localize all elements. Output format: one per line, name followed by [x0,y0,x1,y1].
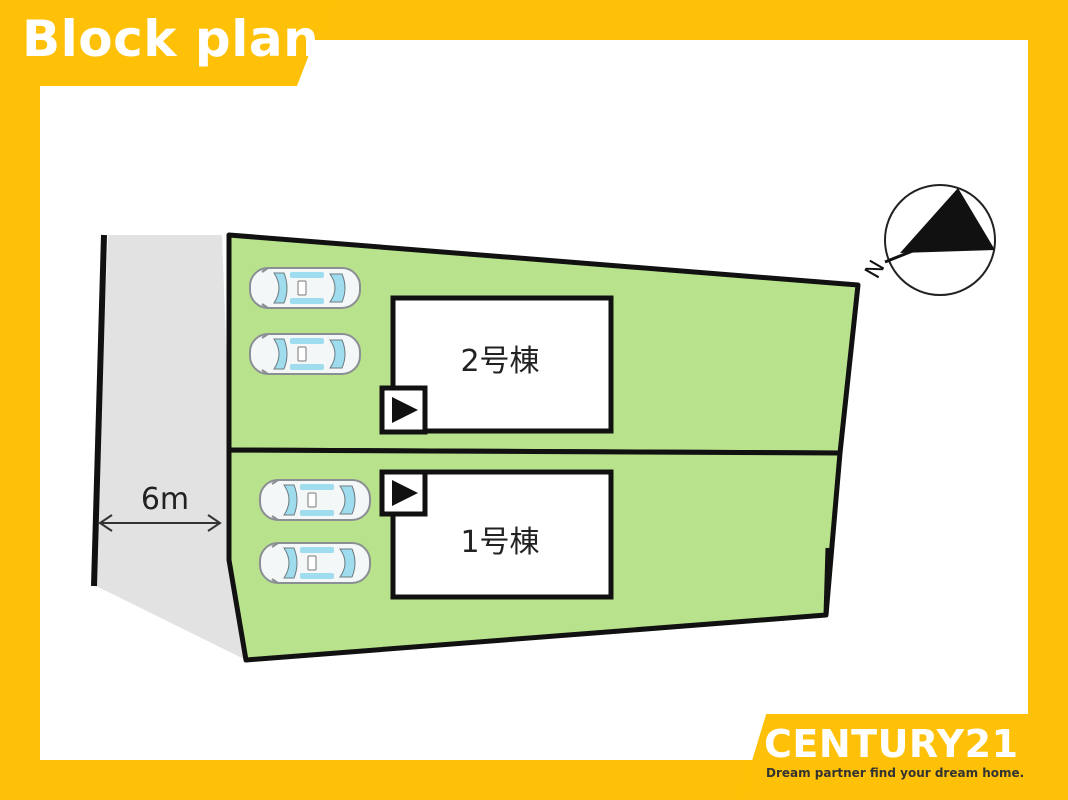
parking-car-icon [249,333,361,375]
brand-tab [740,714,1068,800]
compass-icon [884,184,996,296]
building-2-label: 2号棟 [460,344,539,379]
title-tab [0,0,330,86]
brand-logo: CENTURY21 [764,722,1019,766]
parking-car-icon [259,479,371,521]
road-area [94,235,246,660]
road-width-label: 6m [141,482,189,517]
entrance-marker-2 [379,385,428,435]
road-edge-line [91,234,107,587]
building-2 [390,295,614,434]
entrance-marker-1 [379,469,428,517]
page-title: Block plan [22,10,320,68]
building-1 [390,469,614,600]
road-width-arrow [98,514,222,532]
building-1-label: 1号棟 [460,525,539,560]
parking-car-icon [249,267,361,309]
parking-car-icon [259,542,371,584]
brand-tagline: Dream partner find your dream home. [766,766,1025,780]
